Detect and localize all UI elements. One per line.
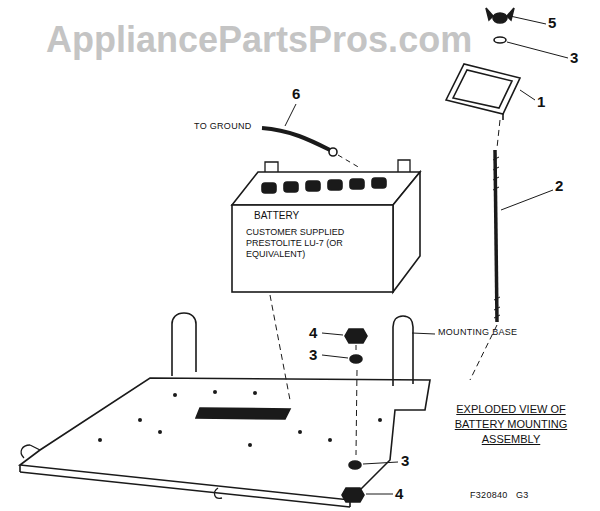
drawing-code: F320840 G3 xyxy=(470,491,529,501)
battery-drawing xyxy=(232,160,420,292)
battery-label: BATTERY CUSTOMER SUPPLIED PRESTOLITE LU-7… xyxy=(236,210,386,260)
battery-note: CUSTOMER SUPPLIED PRESTOLITE LU-7 (OR EQ… xyxy=(236,227,356,261)
washer xyxy=(494,37,506,43)
threaded-rod xyxy=(493,150,500,322)
callout-number: 6 xyxy=(292,86,300,103)
callout-number: 3 xyxy=(570,50,578,67)
part-name: MOUNTING BASE xyxy=(438,328,517,338)
callout-number: 4 xyxy=(395,486,403,503)
hold-down-frame xyxy=(446,64,520,120)
callout-number: 3 xyxy=(401,453,409,470)
washer xyxy=(350,355,362,363)
mounting-base xyxy=(20,313,430,507)
caption: EXPLODED VIEW OF BATTERY MOUNTING ASSEMB… xyxy=(452,402,570,447)
hex-nut xyxy=(342,488,364,502)
watermark: AppliancePartsPros.com xyxy=(46,20,472,60)
wing-nut xyxy=(486,8,514,23)
washer xyxy=(349,461,361,469)
callout-number: 1 xyxy=(537,94,545,111)
hex-nut xyxy=(345,329,367,343)
callout-number: 3 xyxy=(309,347,317,364)
callout-number: 4 xyxy=(309,325,317,342)
callout-number: 5 xyxy=(548,15,556,32)
battery-heading: BATTERY xyxy=(236,210,386,223)
callout-number: 2 xyxy=(555,178,563,195)
part-note: TO GROUND xyxy=(194,122,252,132)
